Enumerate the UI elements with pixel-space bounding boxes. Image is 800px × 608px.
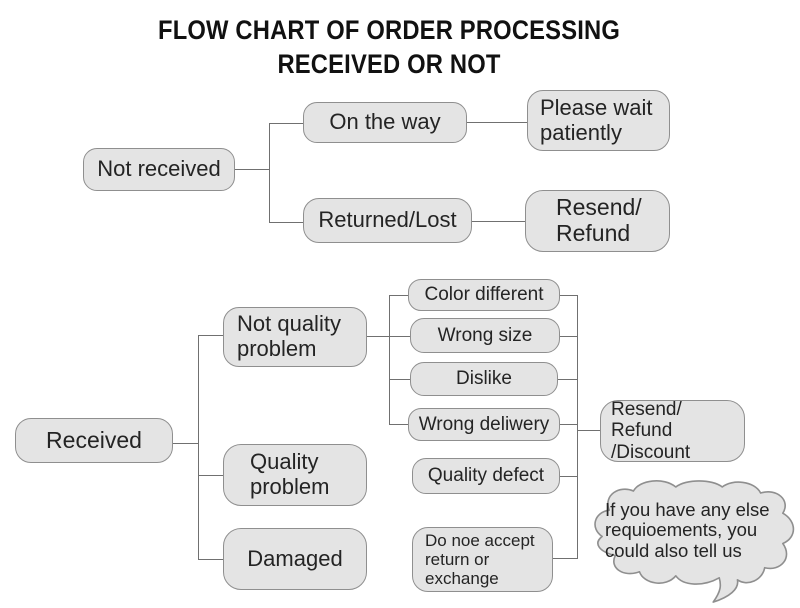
node-wrong-size: Wrong size (410, 318, 560, 353)
connector (560, 336, 577, 337)
node-label: Wrong size (437, 324, 533, 346)
node-label: Dislike (456, 368, 512, 390)
node-label: Resend/ Refund (556, 194, 642, 246)
connector (553, 558, 577, 559)
node-damaged: Damaged (223, 528, 367, 590)
connector (467, 122, 527, 123)
node-label: Color different (424, 284, 544, 306)
connector (235, 169, 269, 170)
node-label: On the way (329, 109, 441, 135)
node-label: Not quality problem (237, 311, 341, 361)
node-on-the-way: On the way (303, 102, 467, 143)
node-returned-lost: Returned/Lost (303, 198, 472, 243)
speech-bubble: If you have any else requioements, you c… (588, 479, 800, 607)
node-label: Quality defect (427, 465, 545, 487)
title-line-1: FLOW CHART OF ORDER PROCESSING (158, 15, 620, 45)
node-received: Received (15, 418, 173, 463)
connector (389, 336, 410, 337)
connector (269, 222, 303, 223)
node-not-received: Not received (83, 148, 235, 191)
connector (577, 430, 600, 431)
connector (198, 335, 223, 336)
node-label: Please wait patiently (540, 94, 653, 145)
node-resend-refund: Resend/ Refund (525, 190, 670, 252)
page-title: FLOW CHART OF ORDER PROCESSING RECEIVED … (47, 14, 732, 82)
connector (367, 336, 389, 337)
node-not-quality-problem: Not quality problem (223, 307, 367, 367)
connector (560, 424, 577, 425)
node-label: Do noe accept return or exchange (425, 530, 535, 589)
speech-bubble-text: If you have any else requioements, you c… (605, 499, 770, 561)
node-color-different: Color different (408, 279, 560, 311)
title-line-2: RECEIVED OR NOT (277, 48, 501, 79)
node-label: Not received (97, 156, 221, 182)
node-label: Resend/ Refund /Discount (611, 399, 691, 463)
connector (389, 424, 408, 425)
node-please-wait-patiently: Please wait patiently (527, 90, 670, 151)
connector (269, 123, 270, 223)
node-wrong-delivery: Wrong deliwery (408, 408, 560, 441)
connector (198, 559, 223, 560)
node-resend-refund-discount: Resend/ Refund /Discount (600, 399, 745, 463)
node-label: Damaged (247, 545, 343, 571)
node-label: Wrong deliwery (418, 413, 550, 435)
connector (173, 443, 198, 444)
connector (389, 295, 408, 296)
connector (389, 379, 410, 380)
connector (558, 379, 577, 380)
node-quality-problem: Quality problem (223, 444, 367, 506)
node-label: Quality problem (250, 449, 330, 499)
connector (389, 295, 390, 425)
connector (269, 123, 303, 124)
node-no-return-exchange: Do noe accept return or exchange (412, 527, 553, 592)
connector (577, 295, 578, 559)
connector (198, 335, 199, 560)
connector (560, 476, 577, 477)
node-quality-defect: Quality defect (412, 458, 560, 494)
node-label: Received (46, 426, 142, 453)
connector (198, 475, 223, 476)
node-dislike: Dislike (410, 362, 558, 396)
connector (560, 295, 577, 296)
node-label: Returned/Lost (318, 207, 457, 233)
connector (472, 221, 525, 222)
speech-bubble-shape (594, 480, 795, 603)
